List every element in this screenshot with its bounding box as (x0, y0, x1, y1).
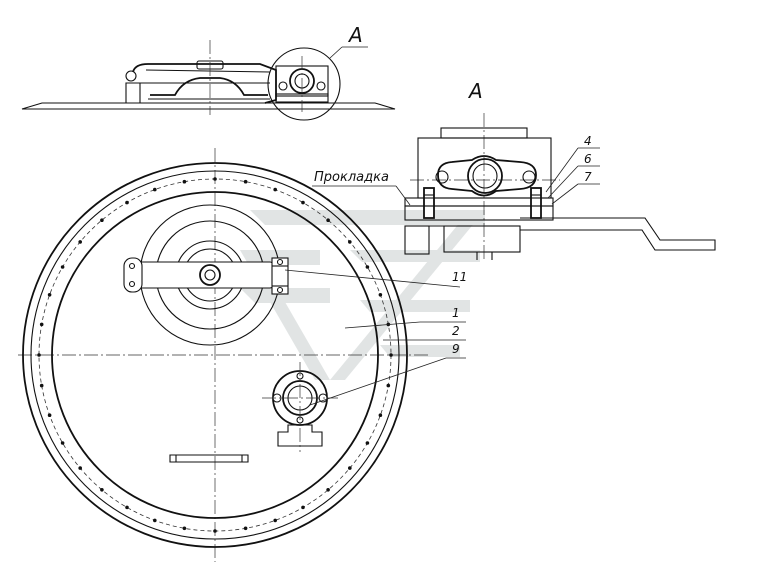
view-letter-a-top: A (347, 23, 363, 47)
bolt-hole (60, 265, 65, 269)
bolt-hole (125, 200, 129, 205)
bolt-hole (182, 526, 187, 531)
bolt-hole (386, 383, 391, 388)
detail-view-a (312, 113, 716, 262)
bolt-hole (47, 293, 52, 297)
callout-11: 11 (452, 270, 467, 284)
side-view (21, 40, 396, 121)
bolt-hole (348, 466, 352, 470)
bolt-holes (37, 177, 393, 533)
bolt-hole (213, 177, 217, 181)
callout-9: 9 (452, 342, 460, 356)
bolt-hole (365, 265, 370, 269)
bolt-hole (273, 187, 278, 192)
bolt-hole (301, 200, 305, 205)
bolt-hole (125, 505, 129, 510)
bolt-hole (389, 353, 393, 357)
callout-7: 7 (584, 170, 592, 184)
bolt-hole (273, 518, 278, 523)
bolt-hole (378, 413, 383, 418)
bolt-hole (78, 240, 82, 244)
bolt-hole (243, 526, 248, 531)
bolt-hole (348, 240, 352, 244)
bolt-hole (213, 529, 217, 533)
bolt-hole (100, 218, 104, 222)
callout-2: 2 (452, 324, 460, 338)
bolt-hole (153, 187, 157, 192)
plan-view (18, 148, 466, 562)
bolt-hole (60, 441, 65, 445)
bolt-hole (326, 218, 330, 222)
callout-4: 4 (584, 134, 592, 148)
bolt-hole (243, 179, 248, 184)
bolt-hole (326, 488, 330, 492)
view-letter-a-detail: A (467, 79, 483, 103)
callout-1: 1 (452, 306, 460, 320)
bolt-hole (378, 293, 383, 297)
bolt-hole (37, 353, 41, 357)
bolt-hole (47, 413, 52, 418)
bolt-hole (39, 322, 44, 327)
bolt-hole (78, 466, 82, 470)
bolt-hole (301, 505, 305, 510)
gasket-label: Прокладка (314, 170, 389, 185)
bolt-hole (100, 488, 104, 492)
bolt-hole (365, 441, 370, 445)
bolt-hole (153, 518, 157, 523)
bolt-hole (182, 179, 187, 184)
callout-6: 6 (584, 152, 592, 166)
bolt-hole (39, 383, 44, 388)
